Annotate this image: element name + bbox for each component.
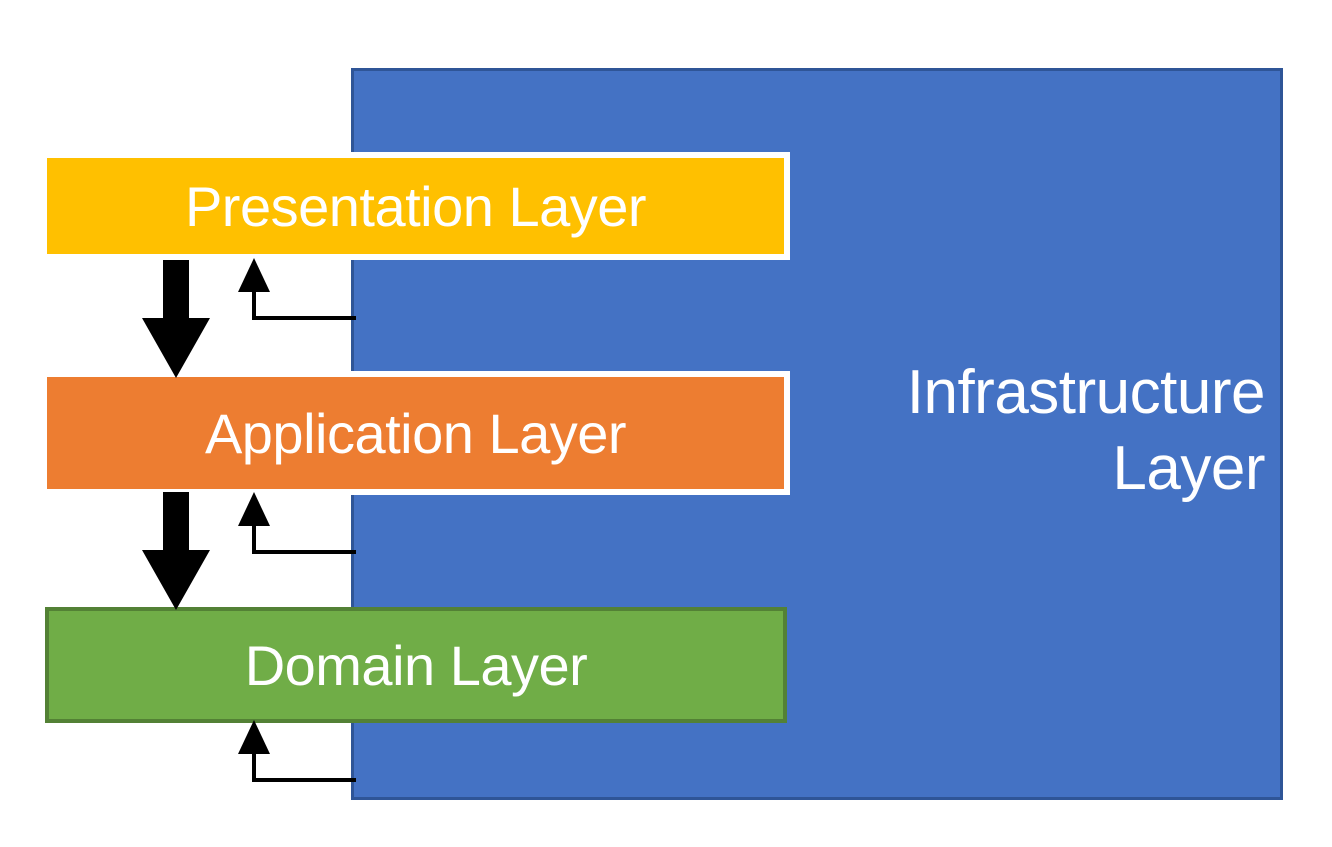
arrow-infrastructure-to-application-icon <box>232 492 356 558</box>
arrow-infrastructure-to-domain-icon <box>232 720 356 786</box>
arrow-application-to-domain-icon <box>142 492 210 610</box>
infrastructure-layer-label: Infrastructure Layer <box>906 358 1266 503</box>
application-layer-label: Application Layer <box>204 401 627 465</box>
domain-layer-box[interactable]: Domain Layer <box>45 607 787 723</box>
arrow-infrastructure-to-presentation-icon <box>232 258 356 324</box>
domain-layer-label: Domain Layer <box>244 633 588 697</box>
application-layer-box[interactable]: Application Layer <box>47 371 790 495</box>
presentation-layer-box[interactable]: Presentation Layer <box>47 152 790 260</box>
arrow-presentation-to-application-icon <box>142 260 210 378</box>
presentation-layer-label: Presentation Layer <box>184 174 647 238</box>
